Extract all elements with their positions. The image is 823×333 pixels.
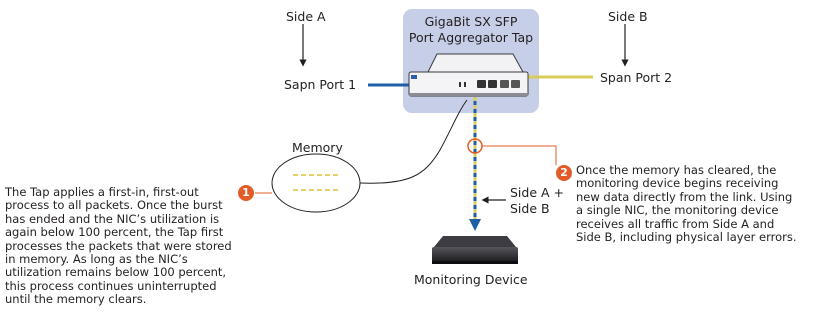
callout-1-text: The Tap applies a first-in, first-out pr… <box>5 185 255 307</box>
monitor-link-arrowhead <box>469 219 481 231</box>
callout-2-leader <box>482 145 557 165</box>
callout-1-line: again below 100 percent, the Tap first <box>5 225 224 240</box>
callout-1-line: has ended and the NIC’s utilization is <box>5 211 220 226</box>
span-port-1-label: Sapn Port 1 <box>284 77 357 92</box>
callout-2-text: Once the memory has cleared, the monitor… <box>576 163 821 245</box>
callout-2-line: Once the memory has cleared, the <box>576 163 777 177</box>
callout-2-line: receives all traffic from Side A and <box>576 216 775 231</box>
callout-2-line: a single NIC, the monitoring device <box>576 203 779 218</box>
callout-2-line: new data directly from the link. Using <box>576 189 793 204</box>
side-a-label: Side A <box>286 9 326 24</box>
tap-device-icon <box>408 53 529 97</box>
callout-1-number-badge: 1 <box>238 185 254 201</box>
side-ab-label-line1: Side A + <box>510 185 565 200</box>
callout-2-line: Side B, including physical layer errors. <box>576 230 797 245</box>
memory-label: Memory <box>292 140 343 155</box>
side-ab-label-line2: Side B <box>510 201 550 216</box>
callout-1-line: until the memory clears. <box>5 292 147 307</box>
callout-1-line: The Tap applies a first-in, first-out <box>5 185 199 199</box>
tap-title-line1: GigaBit SX SFP <box>424 14 518 29</box>
memory-to-tap-curve <box>359 99 468 184</box>
callout-2-line: monitoring device begins receiving <box>576 176 779 191</box>
monitoring-device-icon <box>432 236 518 264</box>
span-port-2-label: Span Port 2 <box>600 70 673 85</box>
callout-2-number-badge: 2 <box>556 165 572 181</box>
memory-ellipse <box>271 153 361 213</box>
callout-1-line: this process continues uninterrupted <box>5 278 217 293</box>
side-b-label: Side B <box>608 9 648 24</box>
callout-1-line: utilization remains below 100 percent, <box>5 265 227 280</box>
callout-1-line: processes the packets that were stored <box>5 238 232 253</box>
tap-title-line2: Port Aggregator Tap <box>408 30 534 45</box>
monitoring-device-label: Monitoring Device <box>414 272 528 287</box>
callout-1-line: in memory. As long as the NIC’s <box>5 252 188 267</box>
callout-1-line: process to all packets. Once the burst <box>5 198 223 213</box>
